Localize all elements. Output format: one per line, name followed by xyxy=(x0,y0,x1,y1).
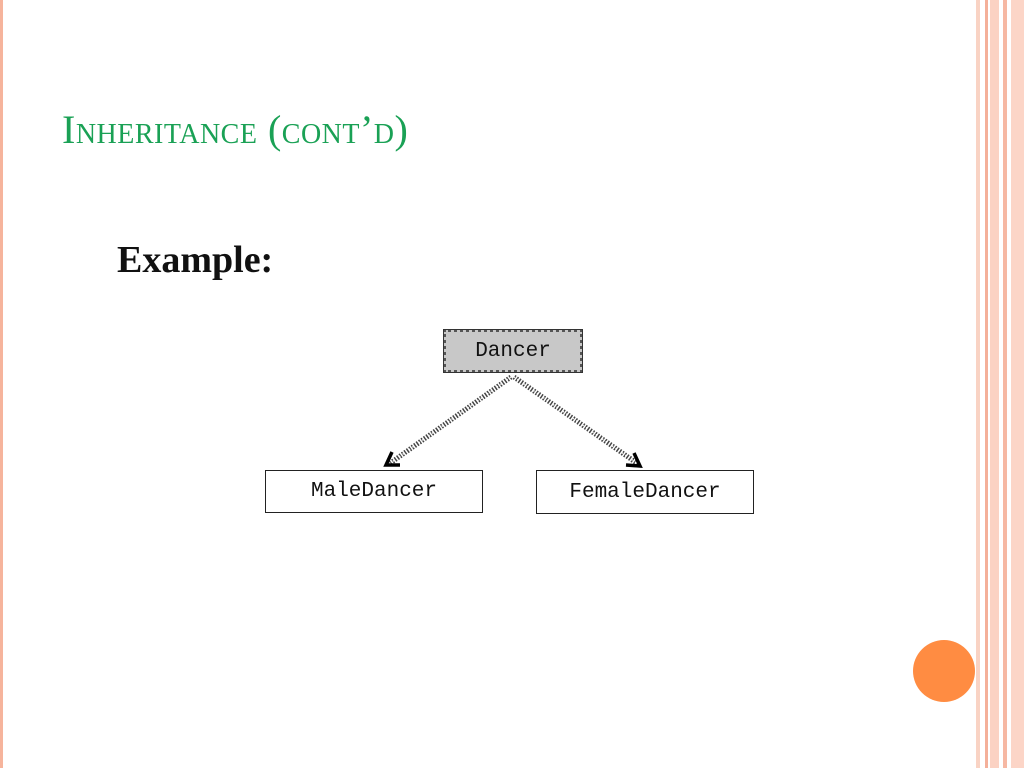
border-stripe xyxy=(990,0,999,768)
left-border-stripe xyxy=(0,0,3,768)
class-box-dancer: Dancer xyxy=(443,329,583,373)
arrow-to-femaledancer xyxy=(512,374,643,468)
border-stripe xyxy=(1011,0,1024,768)
arrow-to-maledancer xyxy=(383,374,513,467)
border-stripe xyxy=(976,0,980,768)
class-box-femaledancer: FemaleDancer xyxy=(536,470,754,514)
right-border-stripes xyxy=(976,0,1024,768)
border-stripe xyxy=(985,0,988,768)
class-box-maledancer: MaleDancer xyxy=(265,470,483,513)
decorative-orange-circle xyxy=(913,640,975,702)
slide-title: Inheritance (cont’d) xyxy=(62,107,409,152)
border-stripe xyxy=(1003,0,1007,768)
example-heading: Example: xyxy=(117,239,274,281)
